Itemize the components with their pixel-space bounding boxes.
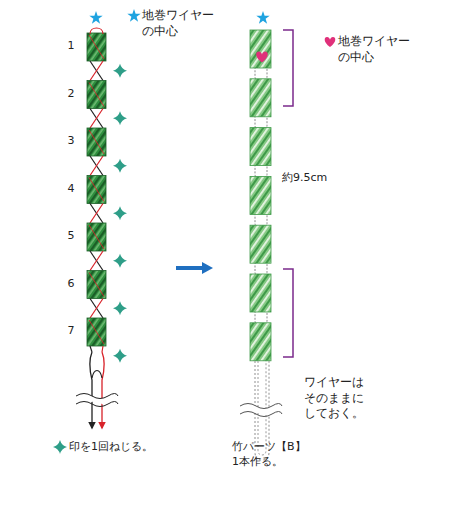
- bamboo-bead: [87, 33, 106, 61]
- step-number: 4: [64, 182, 78, 197]
- dimension-bracket: [283, 269, 293, 357]
- center-heart: [256, 52, 268, 63]
- twist-mark: [113, 206, 127, 220]
- wire-loop: [90, 28, 103, 34]
- break-mark: [240, 412, 282, 417]
- twist-mark: [113, 159, 127, 173]
- bamboo-bead: [250, 128, 271, 166]
- wire-black: [90, 156, 103, 176]
- legend-text: 地巻ワイヤー の中心: [142, 8, 220, 39]
- wire-red: [89, 130, 104, 154]
- wire-red: [89, 225, 104, 249]
- caption-note: 竹パーツ【B】 1本作る。: [232, 440, 320, 470]
- center-star: [89, 11, 102, 24]
- step-number: 6: [64, 277, 78, 292]
- wire-red: [90, 204, 103, 224]
- wire-black: [90, 299, 103, 319]
- bamboo-bead: [87, 271, 106, 299]
- wire-black: [90, 251, 103, 271]
- step-number: 7: [64, 324, 78, 339]
- step-number: 2: [64, 87, 78, 102]
- wire-red: [90, 156, 103, 176]
- twist-mark: [113, 349, 127, 363]
- bamboo-bead: [87, 128, 106, 156]
- wire-red: [90, 109, 103, 129]
- twist-mark: [113, 64, 127, 78]
- step-arrow: [176, 266, 204, 270]
- note-text: ワイヤーは そのままに しておく。: [304, 375, 370, 422]
- bamboo-bead: [250, 79, 271, 117]
- dimension-bracket: [283, 30, 293, 106]
- wire-red: [90, 299, 103, 319]
- wire-black: [90, 109, 103, 129]
- bamboo-bead: [87, 176, 106, 204]
- wire-red: [89, 35, 104, 59]
- break-gap: [240, 404, 282, 417]
- bamboo-bead: [87, 318, 106, 346]
- wire-black: [90, 204, 103, 224]
- bamboo-bead: [87, 223, 106, 251]
- step-number: 1: [64, 39, 78, 54]
- dimension-label: 約9.5cm: [282, 171, 344, 186]
- bamboo-bead: [250, 274, 271, 312]
- twist-mark: [53, 440, 67, 454]
- step-number: 3: [64, 134, 78, 149]
- wire-black: [90, 352, 92, 428]
- wire-black: [90, 61, 103, 81]
- wire-red: [90, 251, 103, 271]
- bamboo-bead: [250, 225, 271, 263]
- wire-red: [89, 178, 104, 202]
- twist-mark: [113, 301, 127, 315]
- bamboo-bead: [87, 81, 106, 109]
- bead-column-right: [250, 30, 271, 361]
- legend-text: 地巻ワイヤー の中心: [338, 34, 416, 65]
- wire-red: [89, 83, 104, 107]
- bead-column-left: [87, 28, 127, 363]
- bamboo-bead: [250, 323, 271, 361]
- step-number: 5: [64, 229, 78, 244]
- twist-mark: [113, 254, 127, 268]
- wire-red: [89, 273, 104, 297]
- twist-mark: [113, 111, 127, 125]
- break-mark: [76, 402, 118, 407]
- wire-red: [89, 320, 104, 344]
- wire-red: [90, 61, 103, 81]
- legend-heart: [325, 37, 336, 47]
- wire-black: [90, 346, 92, 352]
- wire-red: [102, 346, 103, 352]
- wire-loop: [92, 371, 102, 379]
- center-star: [256, 11, 269, 24]
- break-gap: [76, 394, 118, 407]
- bamboo-bead: [250, 30, 271, 68]
- break-mark: [240, 404, 282, 409]
- legend-text: 印を1回ねじる。: [69, 440, 189, 455]
- step-arrow-head: [202, 262, 213, 274]
- legend-star: [127, 9, 140, 22]
- wire-red: [102, 352, 104, 428]
- bamboo-bead: [250, 176, 271, 214]
- break-mark: [76, 394, 118, 399]
